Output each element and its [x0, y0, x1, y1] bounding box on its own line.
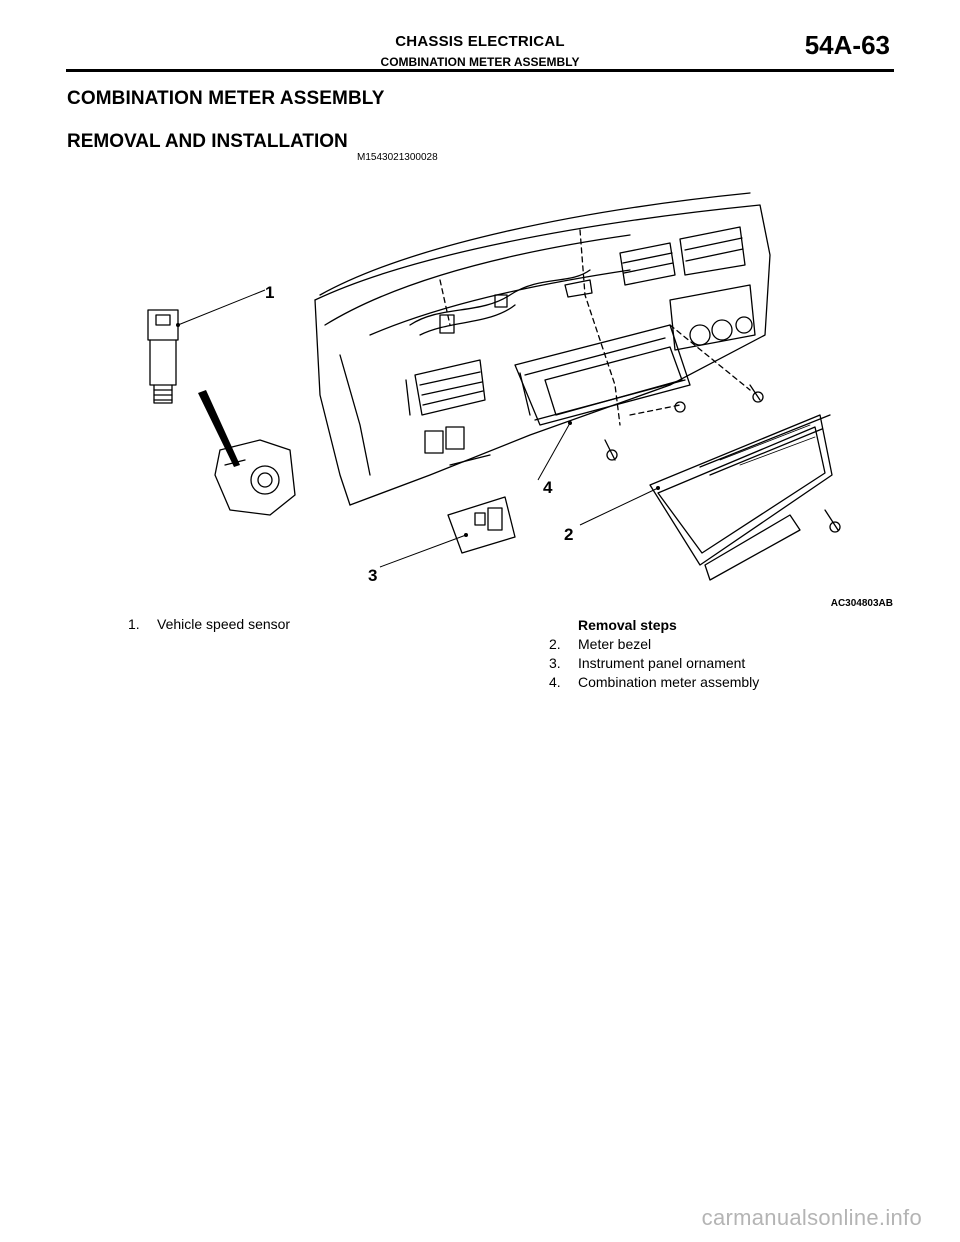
header-rule	[66, 69, 894, 72]
callout-4: 4	[543, 478, 553, 497]
document-code: M1543021300028	[357, 152, 438, 163]
removal-steps: Removal steps 2. Meter bezel 3. Instrument…	[549, 616, 759, 692]
legend-item-vehicle-speed-sensor: 1. Vehicle speed sensor	[128, 616, 290, 632]
callout-3: 3	[368, 566, 377, 585]
step-instrument-panel-ornament: 3. Instrument panel ornament	[549, 654, 759, 673]
legend-item-label: Vehicle speed sensor	[157, 616, 291, 632]
step-label: Meter bezel	[578, 636, 652, 652]
step-label: Instrument panel ornament	[578, 655, 746, 671]
step-combination-meter-assembly: 4. Combination meter assembly	[549, 673, 759, 692]
watermark: carmanualsonline.info	[701, 1205, 922, 1230]
legend-left: 1. Vehicle speed sensor	[128, 616, 290, 632]
figure-id: AC304803AB	[830, 598, 893, 609]
legend-item-number: 1.	[128, 616, 140, 632]
removal-steps-heading: Removal steps	[578, 617, 677, 633]
section-title: REMOVAL AND INSTALLATION	[67, 131, 348, 152]
step-label: Combination meter assembly	[578, 674, 760, 690]
page-title: COMBINATION METER ASSEMBLY	[67, 88, 385, 109]
header-section-title: CHASSIS ELECTRICAL	[395, 33, 565, 50]
callout-2: 2	[564, 525, 573, 544]
step-number: 4.	[549, 674, 561, 690]
step-meter-bezel: 2. Meter bezel	[549, 635, 759, 654]
step-number: 3.	[549, 655, 561, 671]
header-subsection-title: COMBINATION METER ASSEMBLY	[380, 55, 580, 69]
callout-1: 1	[265, 283, 274, 302]
removal-diagram: 1 2 3 4	[147, 192, 841, 585]
step-number: 2.	[549, 636, 561, 652]
page-number: 54A-63	[804, 30, 890, 60]
